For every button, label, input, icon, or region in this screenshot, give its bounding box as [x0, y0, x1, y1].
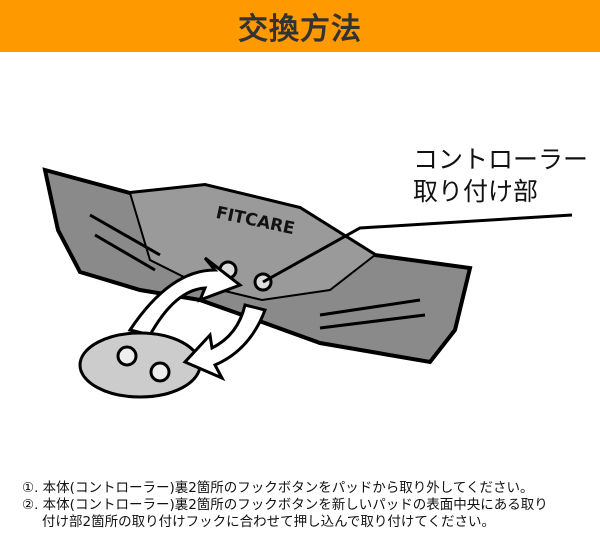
leader-line: [262, 213, 573, 284]
arrow-up: [127, 256, 244, 337]
instruction-1: ①. 本体(コントローラー)裏2箇所のフックボタンをパッドから取り外してください…: [22, 480, 534, 496]
disc-hook-left: [116, 345, 138, 367]
controller-label-line2: 取り付け部: [413, 177, 539, 206]
pad-illustration: FITCARE: [42, 167, 573, 399]
instructions: ①. 本体(コントローラー)裏2箇所のフックボタンをパッドから取り外してください…: [22, 480, 548, 531]
instruction-2: ②. 本体(コントローラー)裏2箇所のフックボタンを新しいパッドの表面中央にある…: [22, 497, 548, 513]
header-banner: 交換方法: [0, 0, 600, 52]
controller-area: [128, 183, 377, 302]
instruction-2-cont: 付け部2箇所の取り付けフックに合わせて押し込んで取り付けてください。: [42, 514, 496, 530]
replacement-pad-disc: [78, 331, 202, 399]
disc-hook-right: [149, 361, 171, 383]
arrow-down: [182, 303, 267, 382]
page-title: 交換方法: [238, 12, 362, 47]
controller-label-line1: コントローラー: [413, 145, 589, 174]
